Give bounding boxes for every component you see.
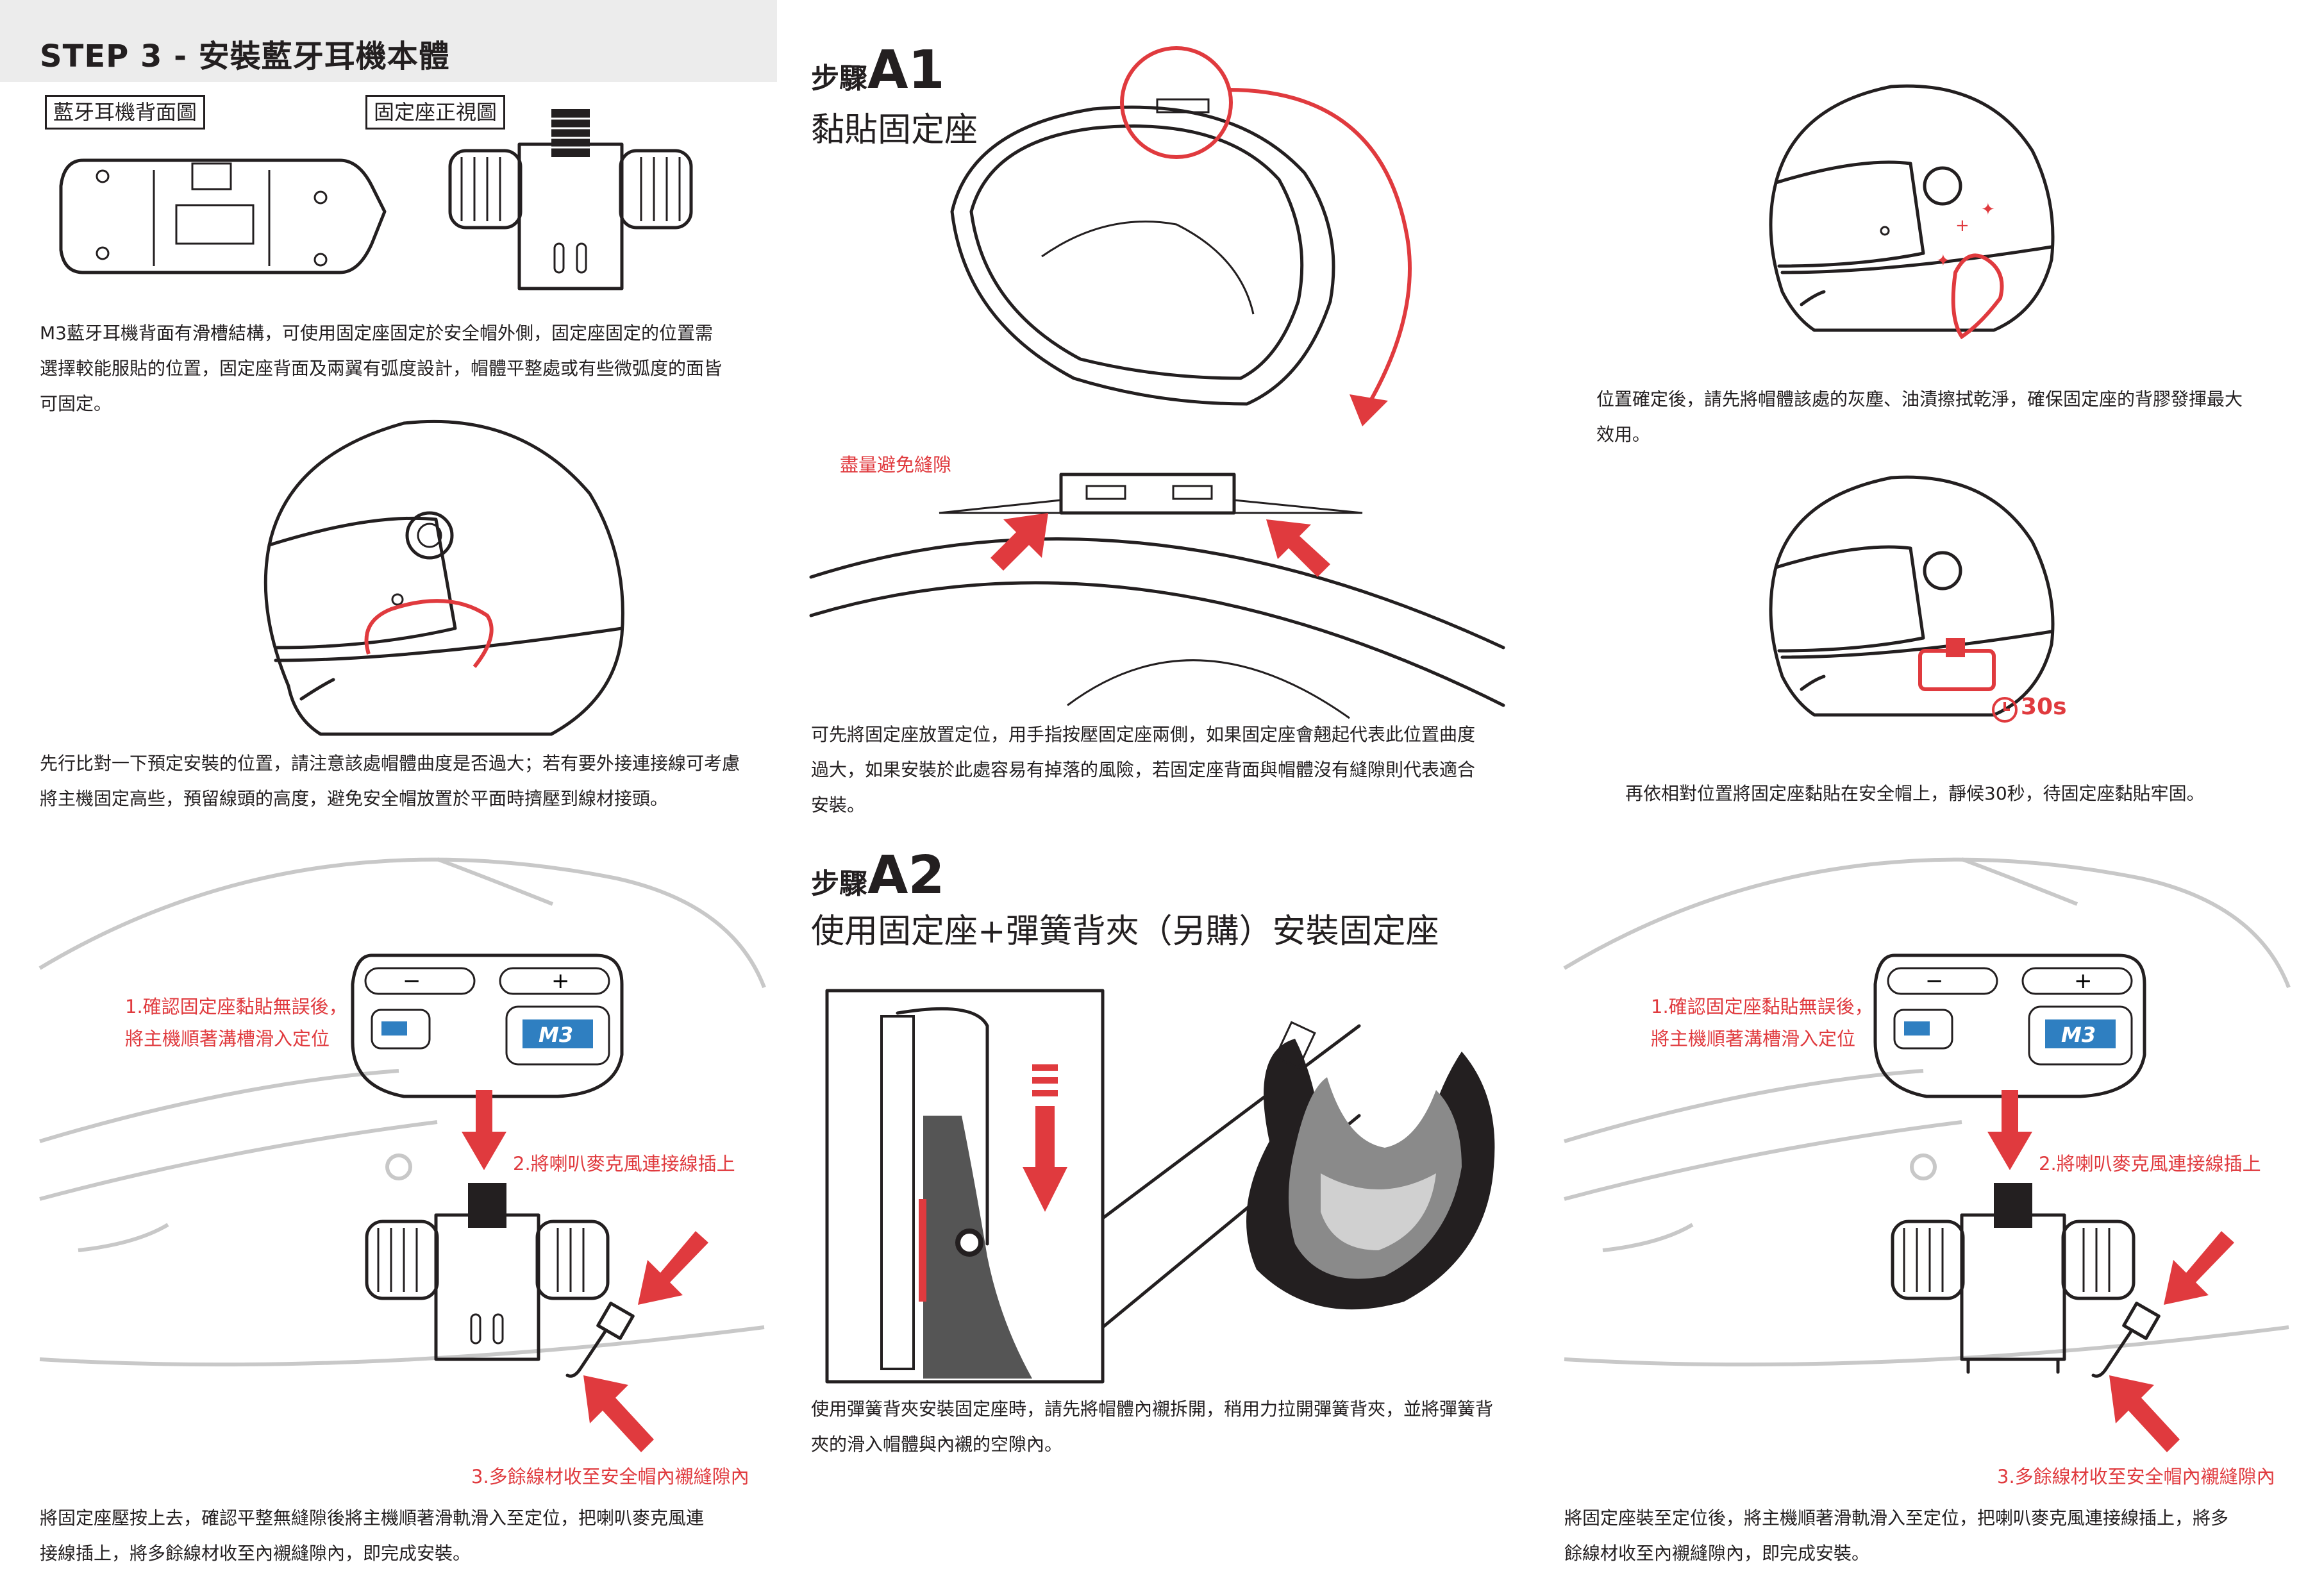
svg-text:M3: M3 xyxy=(2061,1023,2096,1047)
timer-label: 30s xyxy=(2021,694,2067,720)
gap-note: 盡量避免縫隙 xyxy=(840,454,952,476)
helmet-icon xyxy=(263,419,624,736)
svg-text:−: − xyxy=(1925,968,1944,994)
callout-slide-in: 1.確認固定座黏貼無誤後，將主機順著溝槽滑入定位 xyxy=(125,996,347,1050)
mount-base-icon xyxy=(1891,1183,2136,1374)
svg-text:+: + xyxy=(551,968,570,994)
callout-tuck-cable: 3.多餘線材收至安全帽內襯縫隙內 xyxy=(471,1466,749,1488)
cable-plug-icon xyxy=(565,1302,635,1378)
wait-paragraph: 再依相對位置將固定座黏貼在安全帽上，靜候30秒，待固定座黏貼牢固。 xyxy=(1625,783,2205,804)
callout-connect-cable: 2.將喇叭麥克風連接線插上 xyxy=(513,1153,735,1175)
step-a1-subtitle: 黏貼固定座 xyxy=(811,111,978,149)
cable-plug-icon xyxy=(2091,1302,2161,1378)
step-a1-heading: 步驟A1 xyxy=(811,40,945,101)
svg-text:✦: ✦ xyxy=(1981,200,1995,219)
arrow-icon xyxy=(2164,1231,2234,1305)
header-band xyxy=(0,0,777,82)
final-paragraph-left: 將固定座壓按上去，確認平整無縫隙後將主機順著滑軌滑入至定位，把喇叭麥克風連接線插… xyxy=(40,1507,705,1564)
device-front-icon: − + M3 xyxy=(351,953,624,1098)
mount-base-icon xyxy=(365,1183,610,1361)
clip-icon xyxy=(825,989,1105,1384)
step-title: STEP 3 - 安裝藍牙耳機本體 xyxy=(40,38,450,74)
helmet-ghost-icon xyxy=(1563,857,2291,1367)
label-mount-front: 固定座正視圖 xyxy=(365,95,506,130)
arrow-icon xyxy=(638,1231,708,1305)
a1-paragraph: 可先將固定座放置定位，用手指按壓固定座兩側，如果固定座會翹起代表此位置曲度過大，… xyxy=(811,724,1476,816)
svg-text:✦: ✦ xyxy=(1936,251,1950,271)
position-paragraph: 先行比對一下預定安裝的位置，請注意該處帽體曲度是否過大；若有要外接連接線可考慮將… xyxy=(40,753,740,809)
timer-icon xyxy=(1992,697,2018,723)
final-paragraph-right: 將固定座裝至定位後，將主機順著滑軌滑入至定位，把喇叭麥克風連接線插上，將多餘線材… xyxy=(1564,1507,2229,1564)
arrow-icon xyxy=(1987,1090,2032,1170)
step-a2-heading: 步驟A2 xyxy=(811,845,945,906)
mount-base-icon xyxy=(448,109,693,290)
callout-slide-in-right: 1.確認固定座黏貼無誤後，將主機順著溝槽滑入定位 xyxy=(1651,996,1873,1050)
svg-text:+: + xyxy=(1955,216,1969,235)
arrow-icon xyxy=(583,1375,654,1452)
helmet-top-icon xyxy=(950,46,1412,426)
device-back-icon xyxy=(59,158,387,274)
label-device-back: 藍牙耳機背面圖 xyxy=(45,95,206,130)
clean-paragraph: 位置確定後，請先將帽體該處的灰塵、油漬擦拭乾淨，確保固定座的背膠發揮最大效用。 xyxy=(1596,389,2243,445)
svg-text:−: − xyxy=(403,968,421,994)
callout-connect-cable-right: 2.將喇叭麥克風連接線插上 xyxy=(2039,1153,2261,1175)
helmet-ghost-icon xyxy=(38,857,766,1367)
arrow-icon xyxy=(2109,1375,2180,1452)
mount-side-icon xyxy=(809,473,1505,719)
device-front-icon: − + M3 xyxy=(1873,953,2146,1098)
intro-paragraph: M3藍牙耳機背面有滑槽結構，可使用固定座固定於安全帽外側，固定座固定的位置需選擇… xyxy=(40,323,723,414)
a2-paragraph: 使用彈簧背夾安裝固定座時，請先將帽體內襯拆開，稍用力拉開彈簧背夾，並將彈簧背夾的… xyxy=(811,1398,1494,1455)
callout-tuck-cable-right: 3.多餘線材收至安全帽內襯縫隙內 xyxy=(1997,1466,2275,1488)
svg-text:+: + xyxy=(2074,968,2093,994)
arrow-icon xyxy=(462,1090,506,1170)
svg-text:M3: M3 xyxy=(539,1023,573,1047)
liner-icon xyxy=(1101,1021,1495,1329)
helmet-icon: + ✦ ✦ xyxy=(1769,84,2055,340)
helmet-icon xyxy=(1769,475,2055,717)
step-a2-subtitle: 使用固定座+彈簧背夾（另購）安裝固定座 xyxy=(811,912,1439,951)
